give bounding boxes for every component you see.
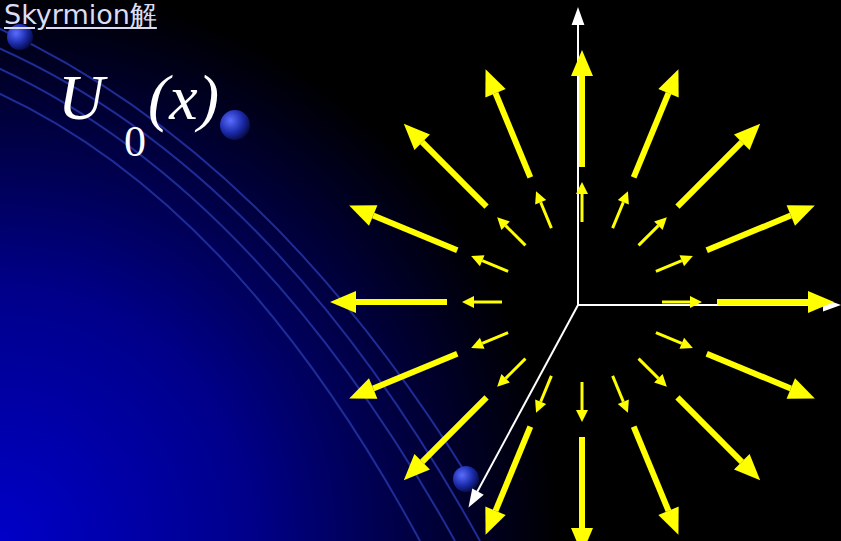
field-arrow: [656, 333, 682, 344]
field-arrow: [373, 354, 457, 389]
field-arrow-head: [658, 507, 678, 535]
field-arrow-head: [808, 291, 834, 313]
decor-arc: [0, 20, 470, 480]
axis-line: [476, 305, 578, 494]
field-arrow-head: [497, 217, 510, 230]
axis-head: [470, 490, 482, 505]
math-symbol: (x): [148, 66, 219, 130]
field-arrow: [613, 376, 624, 402]
field-arrow-head: [471, 338, 484, 349]
field-arrow-head: [535, 191, 546, 204]
field-arrow-head: [679, 255, 692, 266]
field-arrow: [496, 93, 531, 177]
decor-arcs: [0, 20, 480, 541]
field-arrow: [707, 216, 791, 251]
field-arrow-head: [787, 205, 815, 225]
field-arrow-head: [535, 399, 546, 412]
decor-arc: [0, 40, 480, 541]
field-arrow-head: [654, 217, 667, 230]
field-arrow: [656, 261, 682, 272]
field-arrow: [639, 359, 659, 379]
field-arrow: [496, 427, 531, 511]
field-arrow: [422, 142, 486, 206]
field-arrow: [639, 226, 659, 246]
decor-sphere: [220, 110, 250, 140]
field-arrow: [373, 216, 457, 251]
field-arrow: [541, 376, 552, 402]
field-arrow: [422, 397, 486, 461]
field-arrow-head: [734, 454, 760, 480]
field-arrow: [634, 93, 669, 177]
field-arrow-head: [654, 374, 667, 387]
field-arrow: [482, 261, 508, 272]
math-symbol: 0: [124, 120, 146, 164]
math-symbol: U: [58, 66, 104, 130]
field-arrow: [717, 299, 808, 305]
field-arrow-head: [576, 182, 588, 194]
field-arrow-head: [787, 378, 815, 398]
field-arrow-head: [497, 374, 510, 387]
decor-arc: [0, 85, 420, 541]
field-arrow-head: [618, 399, 629, 412]
field-arrow-head: [330, 291, 356, 313]
field-arrow: [613, 202, 624, 228]
field-arrow: [356, 299, 447, 305]
field-arrow-head: [576, 410, 588, 422]
field-arrow: [634, 427, 669, 511]
decor-sphere: [453, 466, 479, 492]
field-arrow-head: [571, 50, 593, 76]
field-arrow-head: [349, 378, 377, 398]
field-arrow-head: [679, 338, 692, 349]
field-arrow: [541, 202, 552, 228]
decor-arc: [0, 60, 455, 541]
field-arrow: [677, 142, 741, 206]
field-arrow-head: [404, 454, 430, 480]
field-arrow-head: [690, 296, 702, 308]
field-arrow: [482, 333, 508, 344]
field-arrow: [662, 301, 690, 304]
field-arrow-head: [471, 255, 484, 266]
field-arrow: [506, 226, 526, 246]
field-arrow: [579, 437, 585, 528]
field-arrow: [581, 382, 584, 410]
field-arrow-head: [734, 124, 760, 150]
hedgehog-field: [330, 50, 834, 541]
slide-title: Skyrmion解: [4, 0, 157, 30]
axes: [470, 10, 838, 505]
field-arrow-head: [571, 528, 593, 541]
field-arrow: [707, 354, 791, 389]
field-arrow-head: [485, 69, 505, 97]
field-arrow-head: [485, 507, 505, 535]
field-arrow-head: [658, 69, 678, 97]
field-arrow: [506, 359, 526, 379]
field-arrow: [677, 397, 741, 461]
field-arrow-head: [404, 124, 430, 150]
field-arrow: [581, 194, 584, 222]
field-arrow: [579, 76, 585, 167]
axis-head: [573, 10, 583, 24]
field-arrow-head: [618, 191, 629, 204]
field-arrow: [474, 301, 502, 304]
field-arrow-head: [349, 205, 377, 225]
field-arrow-head: [462, 296, 474, 308]
